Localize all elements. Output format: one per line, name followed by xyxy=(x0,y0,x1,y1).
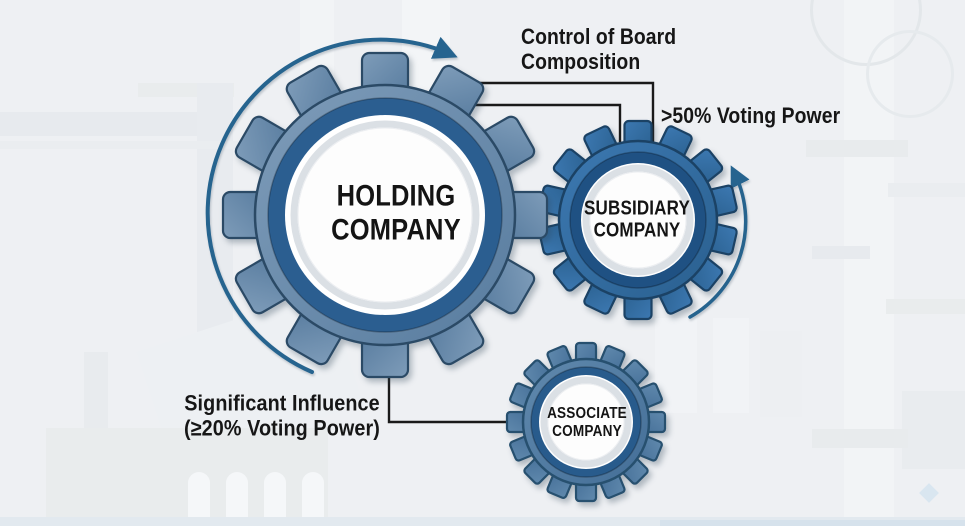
holding-rotation-arrow xyxy=(205,36,458,374)
subsidiary-gear xyxy=(538,119,738,321)
subsidiary-company-label: SUBSIDIARY COMPANY xyxy=(584,197,690,242)
holding-company-label: HOLDING COMPANY xyxy=(331,179,461,246)
holding-gear xyxy=(221,51,549,379)
voting-power-annotation: >50% Voting Power xyxy=(661,103,841,128)
significant-influence-annotation: Significant Influence (≥20% Voting Power… xyxy=(184,390,380,440)
subsidiary-rotation-arrow xyxy=(688,165,750,319)
associate-company-label: ASSOCIATE COMPANY xyxy=(547,405,627,440)
board-connector-line xyxy=(478,81,655,150)
voting-connector-line xyxy=(475,103,622,142)
board-control-annotation: Control of Board Composition xyxy=(521,24,677,74)
associate-gear xyxy=(505,341,667,503)
